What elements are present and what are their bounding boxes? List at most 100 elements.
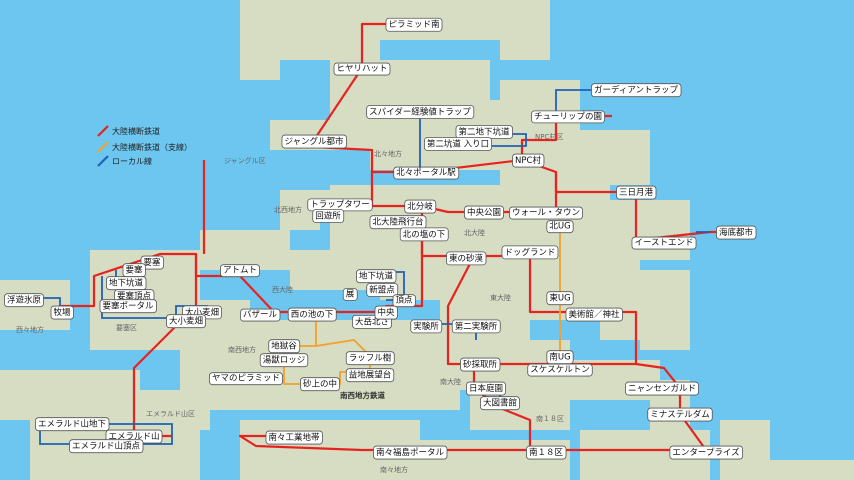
- station-skeleton: スケスケルトン: [527, 363, 593, 377]
- station-box: [509, 206, 583, 220]
- station-box: [480, 396, 520, 411]
- station-label: 地下坑道: [109, 278, 144, 289]
- station-label: ガーディアントラップ: [594, 85, 679, 96]
- station-guardian-trap: ガーディアントラップ: [591, 83, 682, 98]
- station-box: [546, 220, 574, 234]
- station-label: 北の塩の下: [403, 229, 446, 240]
- area-hokusei-chiho: 北西地方: [274, 205, 302, 214]
- station-box: [268, 339, 301, 354]
- station-box: [345, 368, 395, 383]
- station-dogland: ドッグランド: [501, 245, 559, 260]
- station-yosai: 要塞: [140, 255, 164, 270]
- station-label: アトムト: [223, 266, 257, 276]
- station-fuyu-hyogen: 浮遊氷原: [4, 293, 44, 308]
- station-box: [366, 105, 475, 119]
- station-box: [333, 62, 391, 76]
- station-label: 砂上の中: [303, 379, 337, 390]
- station-ensui-tenbodai: 益地展望台: [345, 368, 395, 383]
- station-box: [625, 381, 699, 396]
- station-label: 西の池の下: [291, 309, 334, 320]
- station-label: 湯獣ロッジ: [263, 355, 306, 366]
- station-box: [669, 445, 744, 460]
- station-nannan-kogyo: 南々工業地帯: [265, 430, 323, 445]
- station-label: エンタープライズ: [672, 447, 740, 458]
- station-label: 砂採取所: [463, 359, 498, 370]
- station-box: [446, 251, 487, 266]
- station-label: 牧場: [53, 307, 71, 318]
- station-hiyarihat: ヒヤリハット: [333, 62, 391, 76]
- station-rafuru: ラッフル樹: [345, 351, 395, 366]
- station-hokuhoku-portal: 北々ポータル駅: [393, 166, 460, 180]
- station-yuzuki-lodge: 湯獣ロッジ: [259, 353, 309, 368]
- station-label: 北UG: [549, 222, 570, 232]
- station-label: 三日月港: [619, 187, 654, 198]
- station-box: [501, 245, 559, 260]
- station-label: 大小麦畑: [169, 316, 203, 327]
- station-box: [345, 351, 395, 366]
- station-daini-chika: 第二地下坑道: [455, 125, 513, 139]
- station-box: [287, 307, 337, 322]
- station-label: 日本庭園: [469, 383, 503, 394]
- station-label: 第二坑道 入り口: [427, 139, 489, 150]
- area-kita-tairiku: 北大陸: [464, 228, 485, 237]
- station-label: 東の砂漠: [449, 253, 484, 264]
- station-box: [259, 353, 309, 368]
- station-label: 頂点: [395, 296, 413, 306]
- station-label: エメラルド山地下: [38, 419, 107, 430]
- station-label: ラッフル樹: [349, 353, 392, 364]
- station-trap-tower: トラップタワー: [307, 198, 373, 212]
- station-label: 益地展望台: [349, 370, 392, 381]
- station-box: [392, 294, 416, 308]
- station-label: スケスケルトン: [530, 365, 590, 375]
- area-minami18ku: 南１８区: [536, 414, 564, 423]
- station-tenjo: 頂点: [392, 294, 416, 308]
- station-label: 回遊所: [315, 211, 341, 222]
- legend: 大陸横断鉄道 大陸横断鉄道（支線） ローカル線: [97, 125, 192, 167]
- station-box: [69, 439, 144, 454]
- station-east-end: イーストエンド: [631, 236, 697, 250]
- area-higashi-tairiku: 東大陸: [490, 293, 511, 302]
- station-label: 中央: [377, 307, 395, 318]
- station-label: ミナステルダム: [650, 409, 710, 420]
- station-emerald-chika: エメラルド山地下: [35, 417, 110, 432]
- station-box: [716, 225, 757, 240]
- legend-branch-label: 大陸横断鉄道（支線）: [112, 142, 192, 152]
- station-box: [526, 445, 567, 460]
- station-higashi-ug: 東UG: [546, 291, 574, 306]
- station-box: [546, 291, 574, 306]
- station-jimanji: 地獄谷: [268, 339, 301, 354]
- station-label: 第二実験所: [455, 321, 498, 332]
- station-label: エメラルド山: [108, 431, 159, 442]
- station-emerald-tenten: エメラルド山頂点: [69, 439, 144, 454]
- station-label: トラップタワー: [310, 200, 370, 210]
- station-box: [385, 17, 443, 32]
- station-box: [373, 445, 448, 460]
- station-label: 中央公園: [467, 207, 501, 218]
- station-label: 大小麦畑: [185, 307, 219, 318]
- station-box: [140, 255, 164, 270]
- station-bokujo: 牧場: [50, 305, 74, 320]
- area-yosai-ku: 要塞区: [116, 323, 137, 332]
- station-chika-kodo: 地下坑道: [356, 269, 397, 284]
- station-label: 実験所: [413, 321, 439, 332]
- station-label: バザール: [243, 310, 278, 320]
- station-minasteru-dam: ミナステルダム: [647, 407, 713, 422]
- station-box: [166, 314, 206, 329]
- area-npc-ku: NPC村区: [535, 132, 563, 141]
- station-tenbo: 展: [342, 288, 358, 301]
- station-yosai-portal: 要塞ポータル: [99, 299, 157, 314]
- station-suna-no-ue: 砂上の中: [300, 377, 340, 392]
- station-label: イーストエンド: [634, 238, 693, 248]
- station-box: [369, 215, 427, 230]
- station-minami-ug: 南UG: [546, 350, 574, 365]
- station-npc-mura: NPC村: [512, 153, 545, 168]
- station-box: [209, 372, 283, 386]
- station-bijutsukan: 美術館／神社: [565, 307, 623, 322]
- station-label: 要塞: [143, 257, 161, 268]
- station-box: [591, 83, 682, 98]
- station-jikkenjo: 実験所: [410, 319, 443, 334]
- area-labels: NPC村区 ジャングル区 北々地方 北西地方 北大陸 西大陸 東大陸 要塞区 西…: [16, 132, 564, 474]
- station-box: [647, 407, 713, 422]
- station-box: [527, 363, 593, 377]
- station-label: 北分岐: [407, 201, 433, 212]
